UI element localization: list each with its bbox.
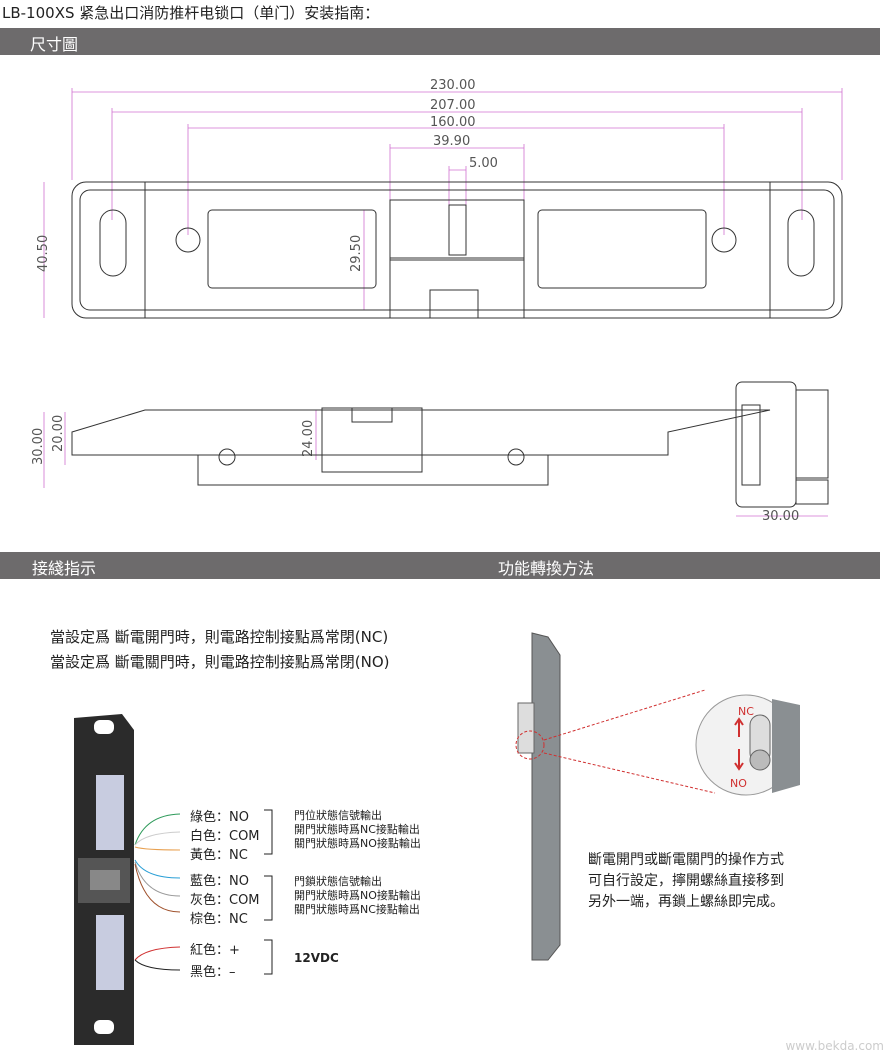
dim-24-side: 24.00 — [301, 420, 316, 457]
section-title: 尺寸圖 — [30, 35, 79, 54]
wire-label: 白色：COM — [190, 829, 260, 844]
dim-207: 207.00 — [430, 98, 476, 113]
dim-30-side: 30.00 — [31, 428, 46, 465]
dim-29-50: 29.50 — [349, 235, 364, 272]
side-view-drawing — [71, 407, 771, 486]
dimension-lines — [43, 88, 843, 517]
instruction-line: 可自行設定，擰開螺絲直接移到 — [588, 873, 784, 889]
dim-30-end: 30.00 — [762, 509, 799, 524]
nc-label: NC — [738, 705, 754, 718]
dimension-drawings: 230.00 207.00 160.00 39.90 5.00 40.50 29… — [31, 78, 843, 524]
wiring-rule-1: 當設定爲 斷電開門時，則電路控制接點爲常閉(NC) — [50, 628, 389, 646]
wire-label: 黑色：– — [190, 965, 236, 980]
wire-leads — [134, 813, 181, 971]
wire-label: 灰色：COM — [190, 893, 260, 908]
wire-label: 紅色：+ — [190, 943, 240, 958]
section-title-wiring: 接綫指示 — [32, 559, 97, 578]
wire-label: 綠色：NO — [190, 810, 249, 825]
dim-39-90: 39.90 — [433, 134, 470, 149]
end-view-drawing — [735, 381, 829, 508]
conversion-instructions: 斷電開門或斷電關門的操作方式 可自行設定，擰開螺絲直接移到 另外一端，再鎖上螺絲… — [588, 850, 784, 913]
wire-label: 黃色：NC — [190, 848, 248, 863]
dim-230: 230.00 — [430, 78, 476, 93]
section-bar-wiring: 接綫指示 功能轉換方法 — [0, 552, 880, 579]
wire-group-1-desc: 門位狀態信號輸出 開門狀態時爲NC接點輸出 關門狀態時爲NO接點輸出 — [294, 809, 421, 851]
section-title-conversion: 功能轉換方法 — [498, 559, 595, 578]
section-bar-dimensions: 尺寸圖 — [0, 28, 880, 55]
conversion-diagram: NC NO — [515, 632, 800, 961]
wire-group-door-position: 綠色：NO 白色：COM 黃色：NC — [190, 806, 260, 863]
lock-device-image — [74, 714, 134, 1045]
watermark: www.bekda.com — [785, 1039, 884, 1053]
dim-40-50: 40.50 — [36, 235, 51, 272]
dim-5: 5.00 — [469, 156, 498, 171]
desc-line: 開門狀態時爲NC接點輸出 — [294, 823, 420, 836]
wire-group-2-desc: 門鎖狀態信號輸出 開門狀態時爲NO接點輸出 關門狀態時爲NC接點輸出 — [294, 875, 421, 917]
wire-group-power: 紅色：+ 黑色：– — [190, 940, 240, 984]
power-spec: 12VDC — [294, 951, 339, 965]
desc-line: 門鎖狀態信號輸出 — [294, 875, 382, 888]
wire-label: 藍色：NO — [190, 874, 249, 889]
top-view-drawing — [71, 181, 843, 319]
instruction-line: 斷電開門或斷電關門的操作方式 — [588, 852, 784, 868]
no-label: NO — [730, 777, 747, 790]
wiring-rule-2: 當設定爲 斷電關門時，則電路控制接點爲常閉(NO) — [50, 653, 390, 671]
desc-line: 開門狀態時爲NO接點輸出 — [294, 889, 421, 902]
dim-20-side: 20.00 — [51, 415, 66, 452]
wire-group-lock-status: 藍色：NO 灰色：COM 棕色：NC — [190, 870, 260, 927]
desc-line: 關門狀態時爲NC接點輸出 — [294, 903, 420, 916]
page-title: LB-100XS 紧急出口消防推杆电锁口（单门）安装指南： — [2, 4, 380, 22]
dim-160: 160.00 — [430, 115, 476, 130]
brackets — [264, 809, 273, 975]
desc-line: 關門狀態時爲NO接點輸出 — [294, 837, 421, 850]
wire-label: 棕色：NC — [190, 912, 248, 927]
desc-line: 門位狀態信號輸出 — [294, 809, 382, 822]
instruction-line: 另外一端，再鎖上螺絲即完成。 — [588, 894, 784, 910]
